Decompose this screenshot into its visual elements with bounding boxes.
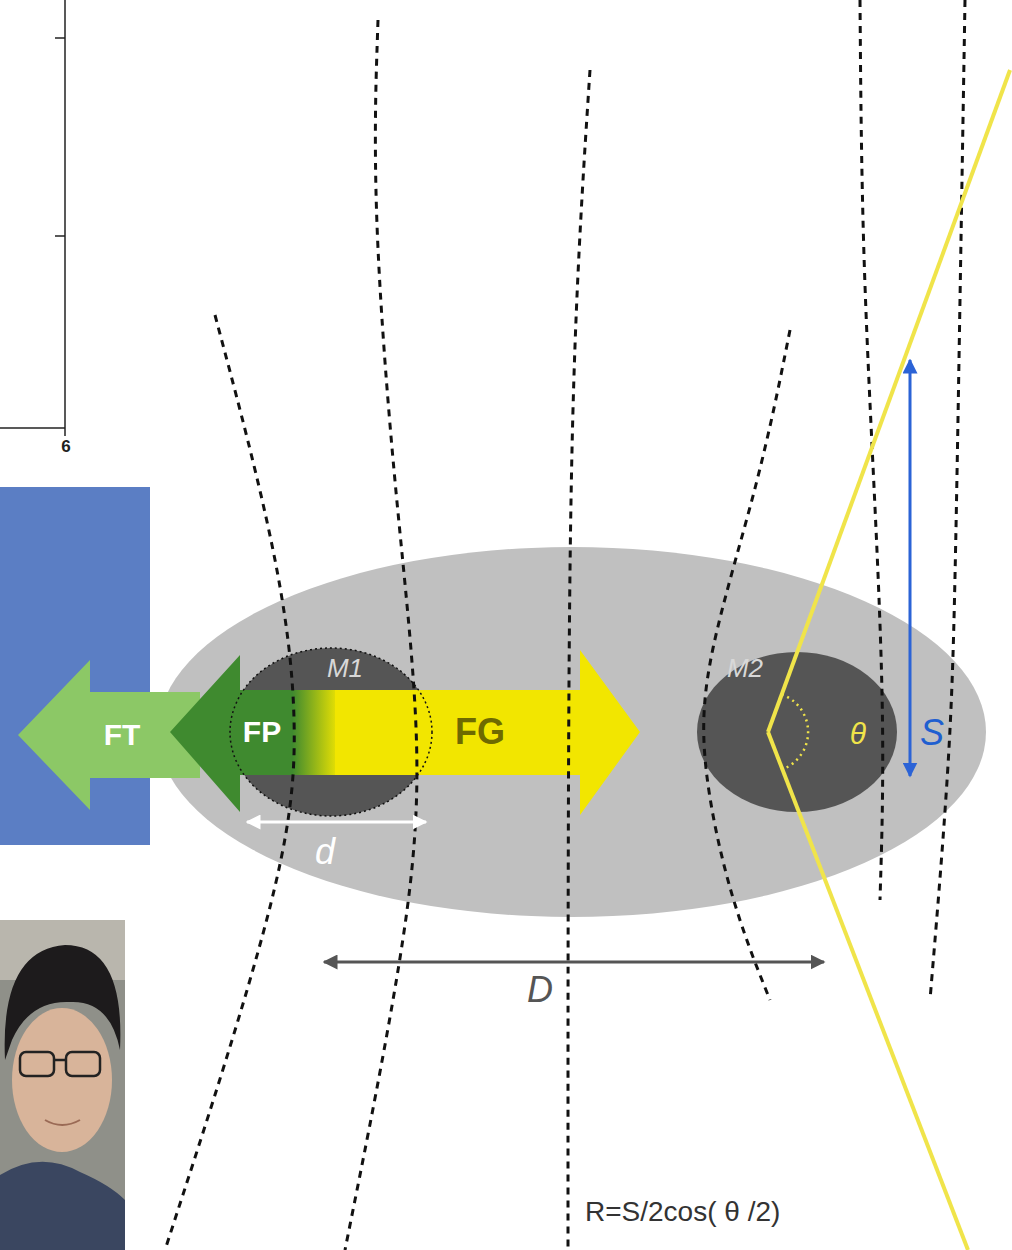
force-arrow: FG: [335, 650, 640, 815]
ray-line: [768, 70, 1010, 732]
photo-hair: [5, 945, 121, 1060]
formula-label: R=S/2cos( θ /2): [585, 1198, 780, 1226]
mass-ellipse-shape: [697, 652, 897, 812]
force-arrow-shape: [170, 655, 340, 812]
dimension-arrow: [909, 360, 912, 776]
photo-glasses: [20, 1052, 54, 1076]
field-line: [930, 0, 965, 1000]
field-lines: [165, 0, 965, 1250]
photo-glasses: [66, 1052, 100, 1076]
node-label: M1: [327, 655, 363, 681]
node-label: FP: [243, 717, 281, 747]
force-arrow: FT: [18, 660, 200, 810]
node-label: FG: [455, 714, 505, 750]
angle-label: θ: [850, 719, 866, 749]
field-line: [345, 20, 417, 1250]
chart-axis: [0, 427, 65, 429]
photo-background: [0, 920, 125, 1250]
photo-jacket: [0, 1162, 125, 1250]
dimension-label: D: [527, 972, 553, 1008]
node-label: FT: [104, 720, 141, 750]
force-arrow: FP: [170, 655, 340, 812]
mass-ellipse: M2 θ: [697, 652, 897, 812]
axis-tick-label: 6: [61, 438, 70, 455]
chart-tick: [55, 37, 65, 39]
portrait-photo: [0, 920, 125, 1250]
chart-tick: [64, 428, 66, 436]
chart-axis: [64, 0, 66, 428]
node-label: M2: [727, 655, 763, 681]
dimension-arrow: [324, 961, 824, 964]
dimension-arrow: [247, 821, 426, 824]
photo-mouth: [45, 1120, 80, 1125]
chart-tick: [55, 235, 65, 237]
gray-ellipse: [158, 547, 986, 917]
dimension-label: S: [920, 715, 944, 751]
dimension-label: d: [315, 834, 335, 870]
force-arrow-shape: [335, 650, 640, 815]
photo-glasses: [54, 1059, 66, 1062]
photo-face: [12, 1008, 112, 1152]
